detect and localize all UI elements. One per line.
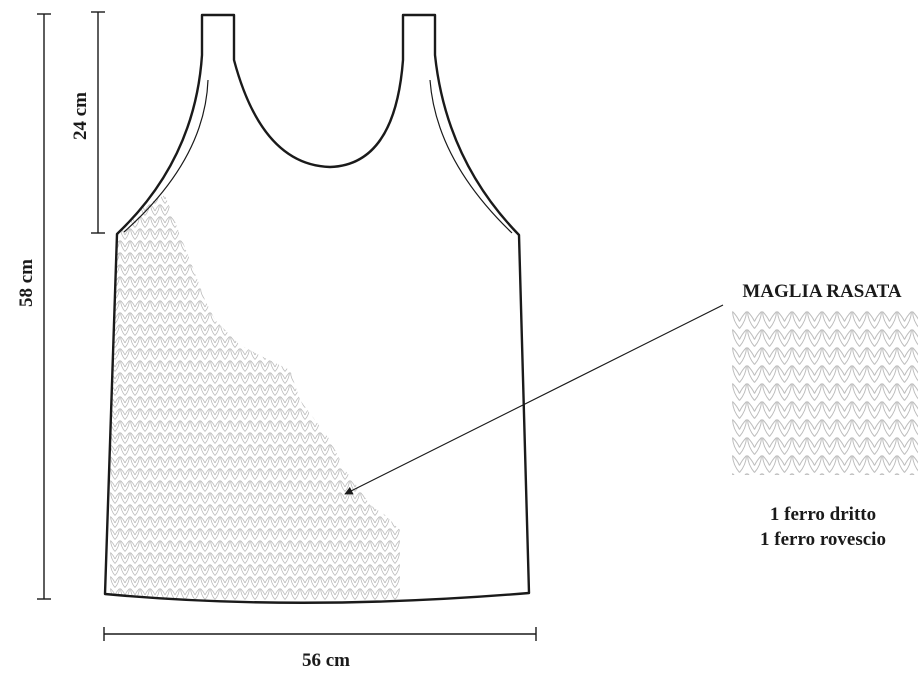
stitch-swatch [732,311,918,475]
armhole-depth-label: 24 cm [70,92,91,140]
stitch-title: MAGLIA RASATA [742,281,902,302]
pointer-arrow [344,304,724,495]
tank-top-body [103,13,531,604]
width-label: 56 cm [302,650,350,671]
left-strap-edging [123,79,209,233]
stitch-legend: MAGLIA RASATA 1 ferro dritto 1 ferro rov… [732,281,918,550]
knit-texture-region [110,195,400,600]
stitch-row-1: 1 ferro dritto [770,504,876,525]
right-strap-edging [429,79,513,234]
width-dimension: 56 cm [103,627,537,671]
garment-outline [103,13,531,604]
total-length-dimension: 58 cm [16,13,51,600]
stitch-row-2: 1 ferro rovescio [760,529,886,550]
total-length-label: 58 cm [16,259,37,307]
armhole-depth-dimension: 24 cm [70,11,105,234]
